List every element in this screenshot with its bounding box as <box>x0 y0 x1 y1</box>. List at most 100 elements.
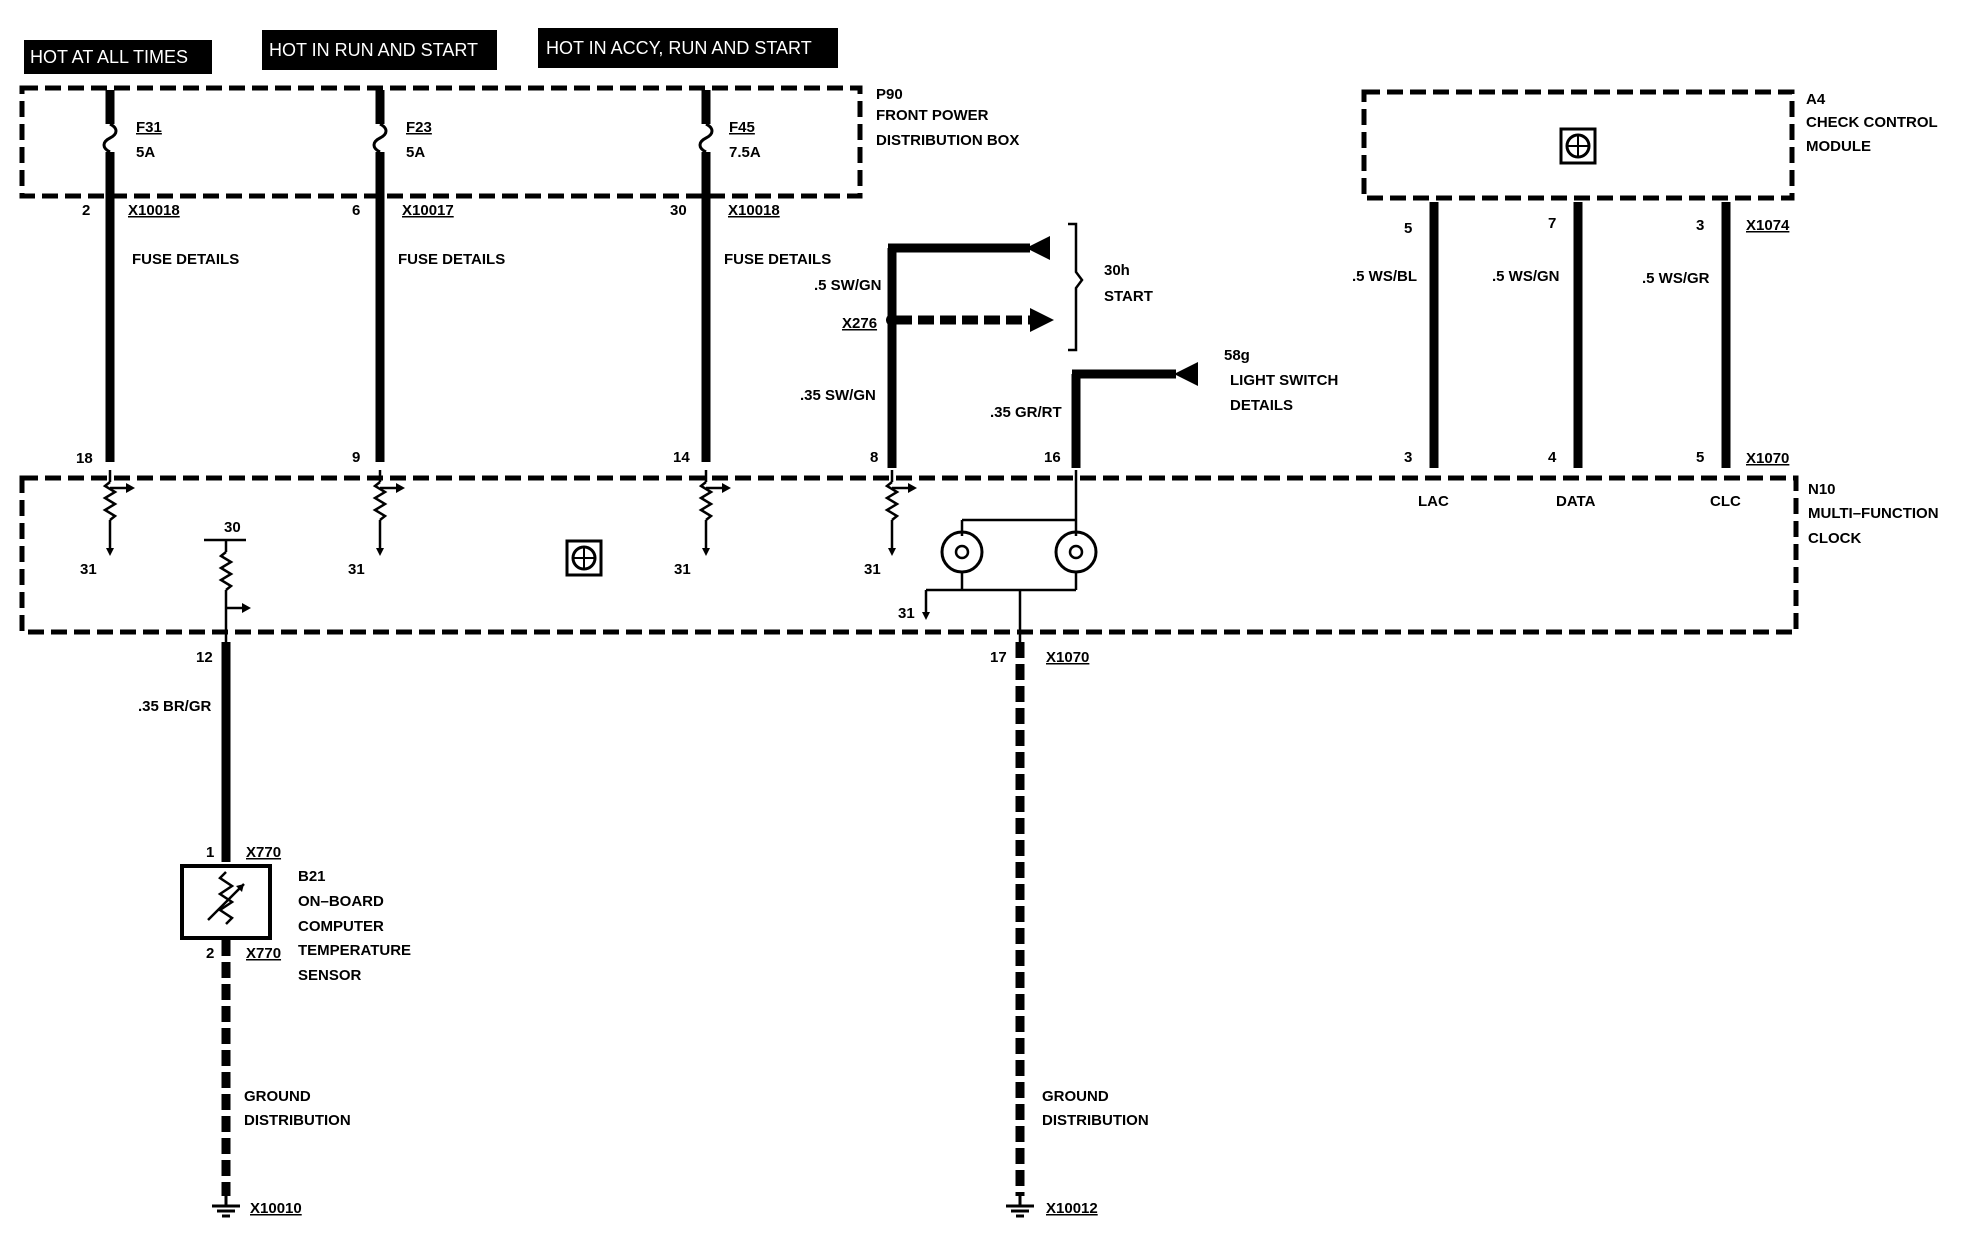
n10-connector: X1070 <box>1746 450 1789 467</box>
light-label-2: DETAILS <box>1230 397 1293 414</box>
fuse-f23-rating: 5A <box>406 144 425 161</box>
n10-data: DATA <box>1556 493 1596 510</box>
n10-name-2: CLOCK <box>1808 530 1861 547</box>
a4-pin-5: 5 <box>1404 220 1412 237</box>
wire-lac-color: .5 WS/BL <box>1352 268 1417 285</box>
a4-check-control-module <box>1361 89 1795 201</box>
n10-pin-12: 12 <box>196 649 213 666</box>
svg-text:HOT AT ALL TIMES: HOT AT ALL TIMES <box>30 47 188 67</box>
b21-pin-1: 1 <box>206 844 214 861</box>
b21-line-2: COMPUTER <box>298 918 384 935</box>
n10-lamps <box>922 470 1098 644</box>
fuse-f23 <box>372 90 388 462</box>
header-hot-all-times: HOT AT ALL TIMES <box>24 40 212 74</box>
fuse-f45-rating: 7.5A <box>729 144 761 161</box>
wire-clc-color: .5 WS/GR <box>1642 270 1710 287</box>
light-in-arrow <box>1174 362 1198 386</box>
fuse-f45-connector: X10018 <box>728 202 780 219</box>
fuse-f45-pin: 30 <box>670 202 687 219</box>
n10-name-1: MULTI–FUNCTION <box>1808 505 1939 522</box>
light-wire: .35 GR/RT <box>990 404 1062 421</box>
fuse-f31-details: FUSE DETAILS <box>132 251 239 268</box>
header-hot-accy-run-start: HOT IN ACCY, RUN AND START <box>538 28 838 68</box>
n10-gnd-lamp: 31 <box>898 605 915 622</box>
b21-connector-bottom: X770 <box>246 945 281 962</box>
b21-line-4: SENSOR <box>298 967 362 984</box>
n10-term-30: 30 <box>224 519 241 536</box>
start-out-arrow <box>1030 308 1054 332</box>
ground-1-label-1: GROUND <box>244 1088 311 1105</box>
light-terminal: 58g <box>1224 347 1250 364</box>
fuse-f45-details: FUSE DETAILS <box>724 251 831 268</box>
fuse-f45-id: F45 <box>729 119 755 136</box>
ground-1-connector: X10010 <box>250 1200 302 1217</box>
n10-module-icon <box>565 539 603 577</box>
a4-name-2: MODULE <box>1806 138 1871 155</box>
start-wire-top: .5 SW/GN <box>814 277 882 294</box>
n10-ground-connector: X1070 <box>1046 649 1089 666</box>
fuse-f31-connector: X10018 <box>128 202 180 219</box>
fuse-f23-connector: X10017 <box>402 202 454 219</box>
ground-2-label-2: DISTRIBUTION <box>1042 1112 1149 1129</box>
n10-gnd-18: 31 <box>80 561 97 578</box>
fuse-f23-details: FUSE DETAILS <box>398 251 505 268</box>
n10-pin-14: 14 <box>673 449 690 466</box>
b21-id: B21 <box>298 868 326 885</box>
n10-gnd-14: 31 <box>674 561 691 578</box>
fuse-f31-id: F31 <box>136 119 162 136</box>
a4-id: A4 <box>1806 91 1826 108</box>
wire-data-color: .5 WS/GN <box>1492 268 1560 285</box>
n10-input-9 <box>373 468 407 558</box>
n10-gnd-9: 31 <box>348 561 365 578</box>
n10-temp-input <box>204 538 251 644</box>
n10-gnd-8: 31 <box>864 561 881 578</box>
a4-pin-3: 3 <box>1696 217 1704 234</box>
p90-power-distribution-box <box>19 85 863 199</box>
n10-pin-3: 3 <box>1404 449 1412 466</box>
n10-pin-17: 17 <box>990 649 1007 666</box>
n10-lac: LAC <box>1418 493 1449 510</box>
p90-id: P90 <box>876 86 903 103</box>
b21-connector-top: X770 <box>246 844 281 861</box>
a4-pin-7: 7 <box>1548 215 1556 232</box>
b21-temperature-sensor <box>180 864 272 940</box>
a4-module-icon <box>1559 127 1597 165</box>
n10-pin-18: 18 <box>76 450 93 467</box>
n10-input-14 <box>699 468 733 558</box>
splice-x276 <box>886 314 898 326</box>
b21-thermistor-icon <box>207 871 245 925</box>
n10-pin-16: 16 <box>1044 449 1061 466</box>
header-hot-run-start: HOT IN RUN AND START <box>262 30 497 70</box>
fuse-f23-id: F23 <box>406 119 432 136</box>
fuse-f31-rating: 5A <box>136 144 155 161</box>
start-label: START <box>1104 288 1153 305</box>
n10-clc: CLC <box>1710 493 1741 510</box>
n10-pin-5: 5 <box>1696 449 1704 466</box>
a4-connector: X1074 <box>1746 217 1790 234</box>
svg-text:HOT IN ACCY, RUN AND START: HOT IN ACCY, RUN AND START <box>546 38 812 58</box>
fuse-f31 <box>102 90 118 462</box>
fuse-f45 <box>698 90 714 462</box>
ground-1-label-2: DISTRIBUTION <box>244 1112 351 1129</box>
fuse-f23-pin: 6 <box>352 202 360 219</box>
n10-id: N10 <box>1808 481 1836 498</box>
ground-x10012-icon <box>1006 1196 1034 1218</box>
start-terminal: 30h <box>1104 262 1130 279</box>
start-wire-bottom: .35 SW/GN <box>800 387 876 404</box>
p90-name-2: DISTRIBUTION BOX <box>876 132 1019 149</box>
n10-input-8 <box>885 468 919 558</box>
ground-2-label-1: GROUND <box>1042 1088 1109 1105</box>
fuse-f31-pin: 2 <box>82 202 90 219</box>
n10-multi-function-clock <box>19 475 1799 635</box>
start-in-arrow <box>1026 236 1050 260</box>
start-splice: X276 <box>842 315 877 332</box>
n10-pin-8: 8 <box>870 449 878 466</box>
a4-name-1: CHECK CONTROL <box>1806 114 1938 131</box>
light-label-1: LIGHT SWITCH <box>1230 372 1338 389</box>
n10-pin-9: 9 <box>352 449 360 466</box>
b21-line-1: ON–BOARD <box>298 893 384 910</box>
ground-2-connector: X10012 <box>1046 1200 1098 1217</box>
temp-wire-color: .35 BR/GR <box>138 698 212 715</box>
b21-pin-2: 2 <box>206 945 214 962</box>
